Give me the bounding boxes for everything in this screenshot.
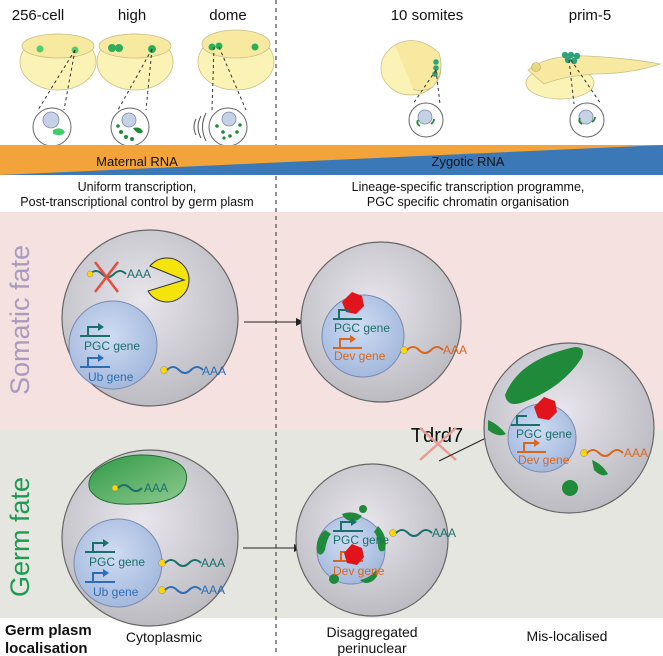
- bottom-disaggregated-1: Disaggregated: [326, 624, 417, 640]
- germ-late-pgc-gene: PGC gene: [333, 533, 389, 547]
- germ-late-pgc-polya: AAA: [432, 526, 456, 540]
- desc-right-line2: PGC specific chromatin organisation: [367, 195, 569, 209]
- germ-early-ub-polya: AAA: [201, 583, 225, 597]
- desc-right-line1: Lineage-specific transcription programme…: [352, 180, 585, 194]
- somatic-late-pgc-gene: PGC gene: [334, 321, 390, 335]
- mislocalised-pgc-gene: PGC gene: [516, 427, 572, 441]
- bottom-disaggregated-2: perinuclear: [337, 640, 407, 656]
- somatic-late-dev-polya: AAA: [443, 343, 467, 357]
- somatic-late-dev-gene: Dev gene: [334, 349, 386, 363]
- somatic-cell-early: AAA PGC gene Ub gene AAA: [61, 229, 239, 407]
- stage-label-10-somites: 10 somites: [391, 7, 464, 24]
- stage-label-256-cell: 256-cell: [12, 7, 65, 24]
- zygotic-rna-label: Zygotic RNA: [432, 154, 505, 169]
- perinuclear-granule-3: [374, 526, 386, 552]
- stage-label-dome: dome: [209, 7, 247, 24]
- germ-early-ub-gene: Ub gene: [93, 585, 139, 599]
- rna-banner: Maternal RNA Zygotic RNA: [0, 145, 663, 175]
- germ-plasm-row-label-2: localisation: [5, 640, 88, 656]
- embryo-dome: [193, 29, 275, 147]
- somatic-fate-label: Somatic fate: [5, 245, 35, 395]
- degrader-pacman: [147, 257, 190, 303]
- maternal-rna-label: Maternal RNA: [96, 154, 178, 169]
- tdrd7-knockout: Tdrd7: [411, 425, 497, 462]
- somatic-early-ub-gene: Ub gene: [88, 370, 134, 384]
- mislocalised-dev-polya: AAA: [624, 446, 648, 460]
- perinuclear-granule-1: [316, 530, 331, 555]
- germ-cell-early: AAA PGC gene Ub gene AAA AAA: [61, 449, 239, 627]
- germ-cell-late: PGC gene Dev gene AAA: [295, 463, 456, 617]
- mislocalised-granule-large: [505, 347, 583, 404]
- perinuclear-granule-4: [360, 570, 378, 583]
- germ-plasm-cytoplasmic: [88, 454, 188, 505]
- somatic-cell-late: PGC gene Dev gene AAA: [300, 241, 467, 403]
- desc-left-line1: Uniform transcription,: [78, 180, 197, 194]
- germ-early-pgc-polya: AAA: [201, 556, 225, 570]
- germ-fate-label: Germ fate: [5, 477, 35, 597]
- stage-label-prim-5: prim-5: [569, 7, 612, 24]
- mislocalised-granule-round: [562, 480, 578, 496]
- bottom-mislocalised: Mis-localised: [527, 628, 608, 644]
- somatic-early-polya: AAA: [127, 267, 151, 281]
- zygotic-wedge: [0, 145, 663, 175]
- embryo-prim-5: [525, 51, 662, 138]
- degradation-cross-b: [94, 261, 119, 293]
- perinuclear-granule-5: [329, 574, 339, 584]
- bottom-cytoplasmic: Cytoplasmic: [126, 629, 202, 645]
- embryo-10-somites: [380, 40, 444, 138]
- mislocalised-dev-gene: Dev gene: [518, 453, 570, 467]
- germ-early-plasm-polya: AAA: [144, 481, 168, 495]
- perinuclear-granule-2: [342, 512, 362, 522]
- mislocalised-granule-left: [488, 420, 506, 436]
- embryo-high: [96, 33, 174, 147]
- mislocalised-granule-right: [592, 460, 608, 476]
- perinuclear-granule-6: [359, 505, 367, 513]
- germ-late-repressor: [344, 544, 364, 565]
- germ-early-pgc-gene: PGC gene: [89, 555, 145, 569]
- embryo-256-cell: [19, 33, 97, 147]
- desc-left-line2: Post-transcriptional control by germ pla…: [20, 195, 253, 209]
- somatic-early-pgc-gene: PGC gene: [84, 339, 140, 353]
- mislocalised-cell: PGC gene Dev gene AAA: [483, 342, 655, 514]
- stage-label-high: high: [118, 7, 146, 24]
- germ-late-dev-gene: Dev gene: [333, 564, 385, 578]
- repressor-hexagon: [342, 292, 364, 314]
- mislocalised-repressor: [534, 397, 557, 420]
- germ-plasm-row-label-1: Germ plasm: [5, 622, 92, 639]
- somatic-early-ub-polya: AAA: [202, 364, 226, 378]
